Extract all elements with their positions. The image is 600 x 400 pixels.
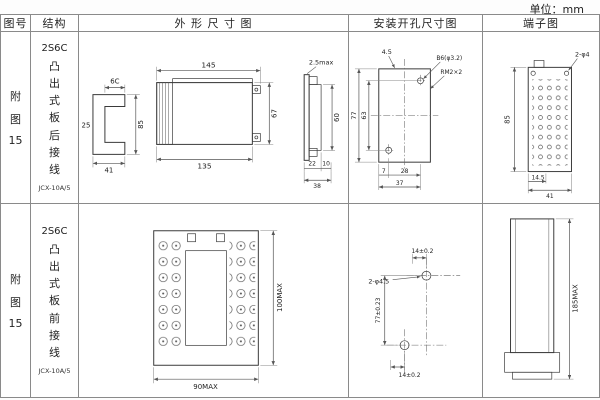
dim-label: 2-φ4 (575, 51, 590, 59)
mounting-ear (252, 133, 261, 142)
structure-desc: 凸出式板后接线 (49, 60, 60, 176)
dim-label: 41 (104, 166, 113, 174)
dim-label: 2.5max (309, 59, 334, 67)
dimension-lines (153, 230, 278, 384)
dim-label: 14±0.2 (399, 372, 421, 379)
profile-view: 2.5max 60 22 10 38 (303, 59, 341, 190)
dim-label: 2-φ4.5 (368, 278, 389, 286)
dimension-lines (510, 58, 578, 194)
relay-type-label: JCX-10A/5 (38, 183, 71, 192)
fig-char: 15 (8, 134, 23, 147)
panel-plate (303, 74, 310, 161)
dim-label: 22 (308, 160, 316, 167)
fig-no-row1: 附 图 15 (1, 32, 31, 204)
terminal-base (504, 352, 561, 373)
structure-desc: 凸出式板前接线 (49, 243, 60, 359)
relay-side-view (504, 218, 561, 380)
front-view (153, 230, 259, 366)
mounting-hole-drawing-front: 14±0.2 2-φ4.5 77±0.23 14±0.2 (368, 248, 461, 379)
structure-row2: 2S6C 凸出式板前接线 JCX-10A/5 (31, 204, 79, 397)
dim-label: 7 (382, 168, 386, 175)
dim-label: RM2×2 (440, 69, 462, 76)
terminal-cell-row1: 85 2-φ4 14.5 41 (483, 32, 599, 204)
outline-cell-row1: 6C 25 85 41 (79, 32, 349, 204)
dim-label: 28 (401, 168, 409, 175)
dim-label: 25 (82, 121, 91, 129)
model-label: 2S6C (41, 43, 68, 55)
dim-label: 60 (333, 113, 341, 122)
dimension-lines (380, 253, 427, 370)
dim-label: 63 (360, 111, 368, 119)
fixing-hole (564, 70, 570, 76)
dimension-lines (303, 66, 336, 184)
dim-label: 100MAX (276, 283, 284, 312)
header-fig-no: 图号 (1, 15, 31, 32)
side-view: 6C 25 85 41 (82, 78, 145, 175)
dimension-lines (354, 55, 445, 190)
mounting-cell-row1: 4.5 B6(φ3.2) RM2×2 77 63 7 28 37 (349, 32, 483, 204)
mounting-ear (252, 85, 261, 94)
header-outline: 外 形 尺 寸 图 (79, 15, 349, 32)
mounting-cell-row2: 14±0.2 2-φ4.5 77±0.23 14±0.2 (349, 204, 483, 397)
dim-label: 135 (197, 161, 212, 170)
terminal-diagram-front: 185MAX (504, 218, 579, 380)
dim-label: 90MAX (193, 383, 218, 391)
fig-char: 图 (10, 113, 21, 126)
header-terminal: 端子图 (483, 15, 599, 32)
dimension-lines (92, 84, 140, 168)
dim-label: 67 (270, 109, 278, 118)
fig-char: 附 (10, 273, 21, 286)
dim-label: 145 (201, 61, 216, 70)
mounting-hole (399, 340, 410, 350)
header-structure: 结构 (31, 15, 79, 32)
dim-label: 14.5 (532, 175, 545, 181)
mounting-hole (421, 270, 432, 281)
dim-label: 77±0.23 (375, 297, 382, 323)
terminal-rings-right (229, 238, 256, 351)
dim-label: 41 (546, 194, 554, 200)
dim-label: 185MAX (571, 284, 579, 313)
mounting-hole-drawing-rear: 4.5 B6(φ3.2) RM2×2 77 63 7 28 37 (350, 48, 462, 190)
terminal-holes (532, 79, 568, 166)
dim-label: 4.5 (382, 48, 392, 56)
header-mounting: 安装开孔尺寸图 (349, 15, 483, 32)
fig-char: 图 (10, 296, 21, 309)
dim-label: 6C (110, 78, 119, 86)
dim-label: 85 (504, 115, 512, 124)
dim-label: 14±0.2 (411, 248, 433, 255)
terminal-cell-row2: 185MAX (483, 204, 599, 397)
model-label: 2S6C (41, 226, 68, 238)
front-view: 145 135 67 (156, 61, 278, 170)
structure-row1: 2S6C 凸出式板后接线 JCX-10A/5 (31, 32, 79, 204)
outline-drawing-rear-wiring: 6C 25 85 41 (82, 59, 341, 191)
dimension-lines (553, 218, 574, 380)
mounting-holes (386, 257, 461, 375)
drawing-table: 图号 结构 外 形 尺 寸 图 安装开孔尺寸图 端子图 附 图 15 2S6C … (0, 14, 600, 398)
outline-drawing-front-wiring: 100MAX 90MAX (153, 230, 284, 391)
fixing-hole (530, 70, 536, 76)
dim-label: 38 (313, 183, 321, 190)
terminal-rings-left (157, 238, 184, 351)
dim-label: 10 (322, 160, 330, 167)
dim-label: 77 (350, 111, 358, 119)
fig-no-row2: 附 图 15 (1, 204, 31, 397)
panel-cutout (370, 58, 439, 173)
relay-type-label: JCX-10A/5 (38, 366, 71, 375)
dimension-lines (156, 66, 274, 163)
terminal-pins (512, 371, 553, 380)
fig-char: 附 (10, 90, 21, 103)
dim-label: 85 (137, 120, 145, 129)
dim-label: B6(φ3.2) (436, 55, 462, 62)
relay-top-strip (172, 78, 253, 83)
terminal-diagram-rear: 85 2-φ4 14.5 41 (504, 51, 590, 201)
outline-cell-row2: 100MAX 90MAX (79, 204, 349, 397)
dim-label: 37 (396, 180, 404, 187)
fig-char: 15 (8, 317, 23, 330)
terminal-block (527, 60, 572, 173)
